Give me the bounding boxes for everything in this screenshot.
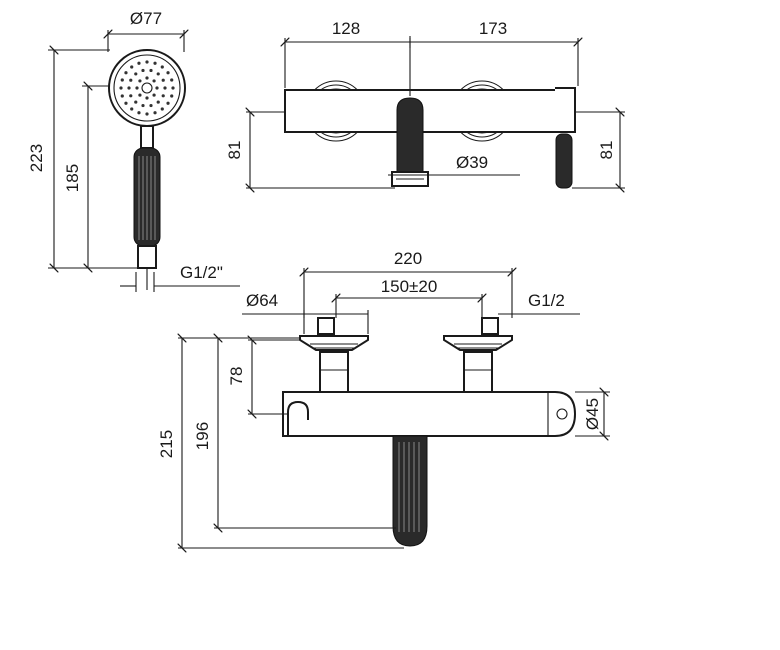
- body-end-cap: [556, 408, 568, 420]
- dim-left-span: 128: [332, 19, 360, 38]
- lever-top: [555, 133, 573, 189]
- mixer-body-top: [284, 89, 566, 133]
- dim-handle-length: 185: [63, 164, 82, 192]
- dim-inlet-height: 78: [227, 367, 246, 386]
- left-inlet: [299, 317, 369, 393]
- dim-inlet-thread: G1/2: [528, 291, 565, 310]
- right-inlet: [443, 317, 513, 393]
- dim-right-projection: 81: [597, 141, 616, 160]
- handle-grooves: [138, 156, 156, 240]
- top-view: 128 173 81 81 Ø39: [225, 19, 625, 188]
- dim-spout-height: 196: [193, 422, 212, 450]
- dim-handshower-length: 223: [27, 144, 46, 172]
- dim-body-diameter: Ø45: [583, 398, 602, 430]
- spout-grooves: [398, 442, 420, 532]
- handshower-view: Ø77 223 185 G1/2": [27, 9, 240, 292]
- dim-right-span: 173: [479, 19, 507, 38]
- shower-nozzles: [119, 60, 175, 116]
- spout-front: [392, 435, 428, 547]
- dim-left-projection: 81: [225, 141, 244, 160]
- mixer-body-front: [282, 391, 577, 437]
- dim-total-height: 215: [157, 430, 176, 458]
- front-view: 220 150±20 Ø64 G1/2 78 Ø45 215 196: [157, 249, 610, 548]
- shower-holder-hook: [287, 400, 309, 436]
- dim-handshower-connection: G1/2": [180, 263, 223, 282]
- dim-spout-diameter: Ø39: [456, 153, 488, 172]
- dim-centers: 150±20: [381, 277, 438, 296]
- dim-head-diameter: Ø77: [130, 9, 162, 28]
- spout-top: [396, 97, 424, 173]
- dim-overall-width: 220: [394, 249, 422, 268]
- dim-flange-diameter: Ø64: [246, 291, 278, 310]
